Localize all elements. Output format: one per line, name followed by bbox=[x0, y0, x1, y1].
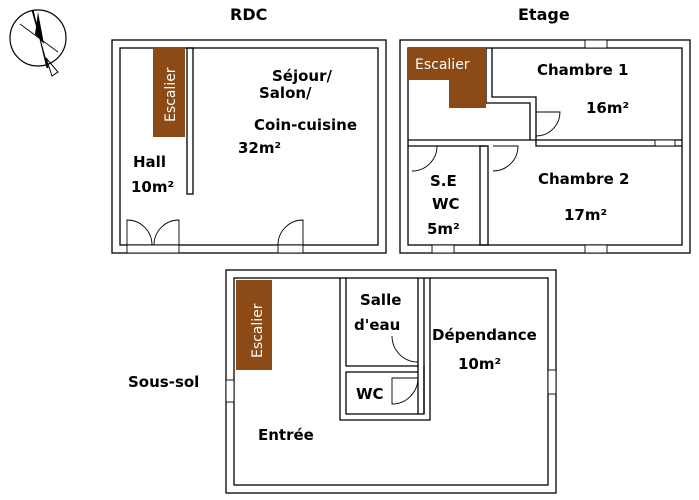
north-arrow-icon bbox=[9, 9, 67, 77]
etage-se-line1: S.E bbox=[430, 172, 457, 190]
soussol-salle-line1: Salle bbox=[360, 291, 401, 309]
soussol-title: Sous-sol bbox=[128, 373, 199, 391]
etage-chambre2-name: Chambre 2 bbox=[538, 170, 629, 188]
rdc-stair bbox=[153, 48, 185, 137]
soussol-stair bbox=[236, 280, 272, 370]
rdc-hall-name: Hall bbox=[133, 153, 166, 171]
soussol-dependance-area: 10m² bbox=[458, 355, 501, 373]
soussol-plan: Escalier bbox=[225, 269, 557, 494]
etage-se-line2: WC bbox=[432, 195, 460, 213]
soussol-wc: WC bbox=[356, 385, 384, 403]
rdc-sejour-line3: Coin-cuisine bbox=[254, 116, 357, 134]
etage-chambre1-area: 16m² bbox=[586, 99, 629, 117]
soussol-stair-label: Escalier bbox=[250, 303, 266, 358]
rdc-plan: Escalier bbox=[111, 39, 387, 254]
etage-stair bbox=[408, 48, 486, 108]
soussol-dependance-name: Dépendance bbox=[432, 326, 537, 344]
rdc-title: RDC bbox=[230, 5, 267, 24]
rdc-hall-area: 10m² bbox=[131, 178, 174, 196]
rdc-sejour-line1: Séjour/ bbox=[272, 67, 332, 85]
etage-se-area: 5m² bbox=[427, 220, 460, 238]
soussol-entree: Entrée bbox=[258, 426, 314, 444]
etage-chambre1-name: Chambre 1 bbox=[537, 61, 628, 79]
etage-title: Etage bbox=[518, 5, 570, 24]
etage-plan: Escalier bbox=[399, 39, 691, 254]
soussol-salle-line2: d'eau bbox=[354, 316, 400, 334]
rdc-sejour-area: 32m² bbox=[238, 139, 281, 157]
rdc-stair-label: Escalier bbox=[163, 67, 179, 122]
etage-stair-label: Escalier bbox=[415, 57, 470, 73]
etage-chambre2-area: 17m² bbox=[564, 206, 607, 224]
rdc-sejour-line2: Salon/ bbox=[259, 84, 312, 102]
